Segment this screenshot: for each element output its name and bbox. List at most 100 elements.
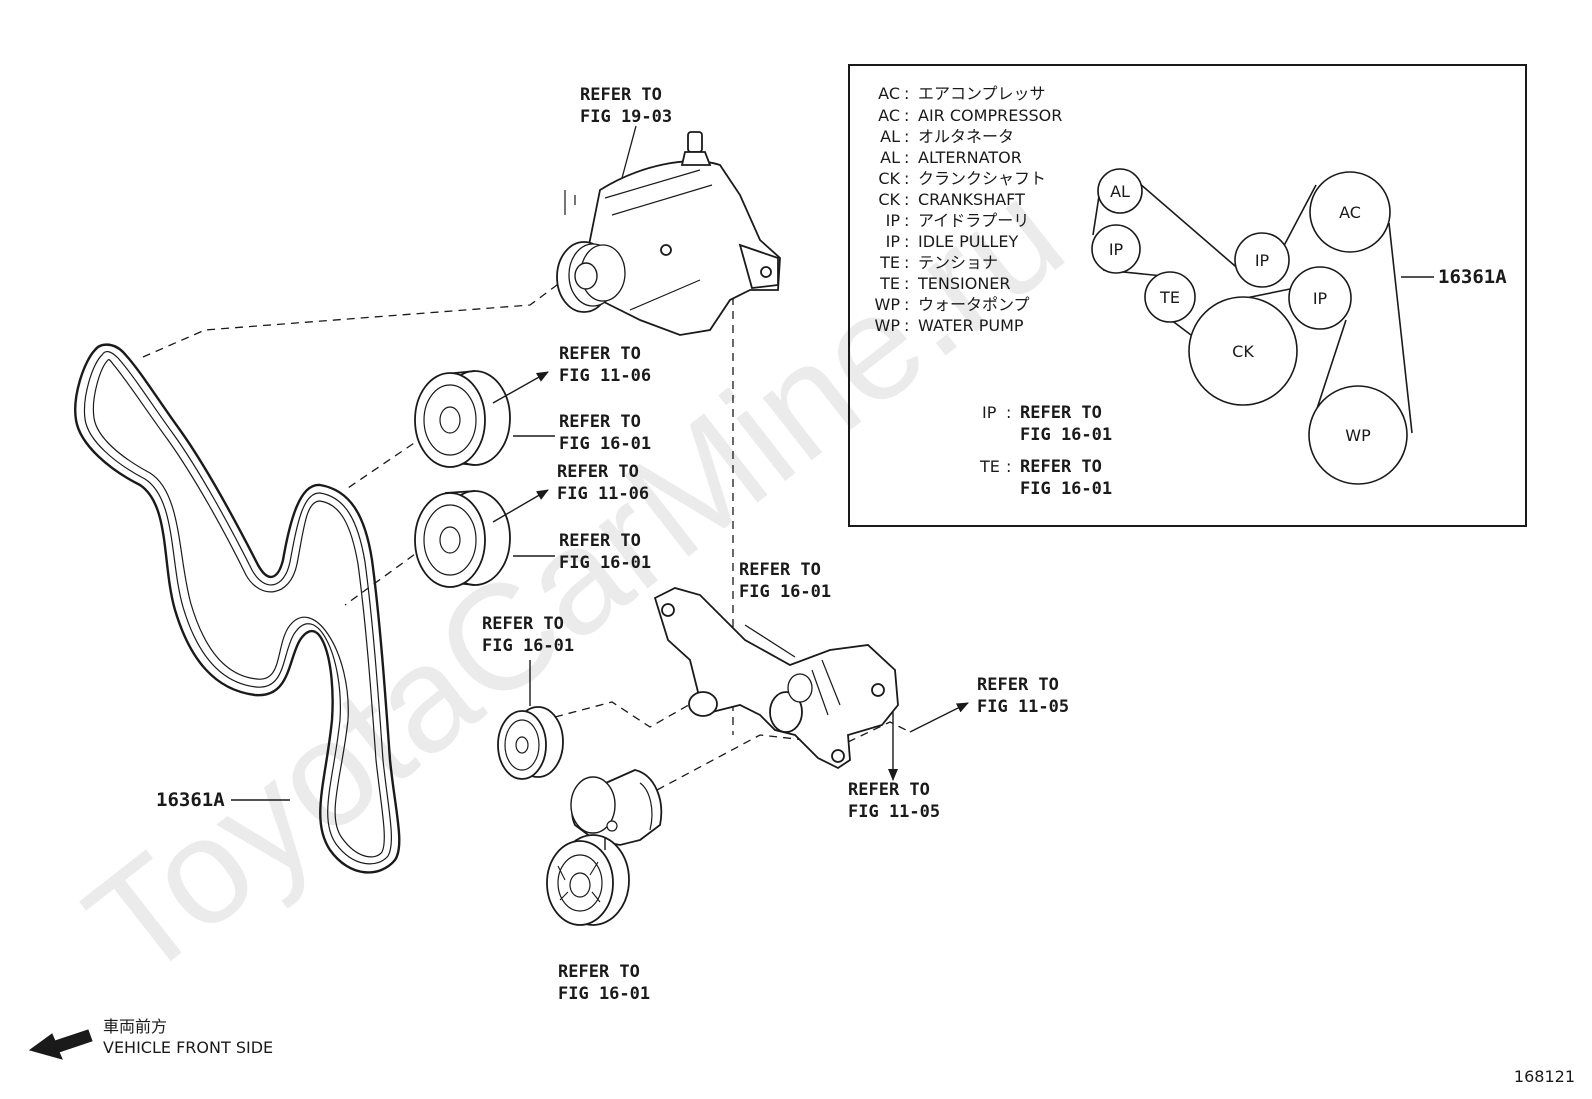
svg-text::: : <box>904 316 909 335</box>
svg-text:AL: AL <box>880 127 900 146</box>
alternator-leader <box>621 125 637 179</box>
bracket-leader <box>744 624 796 658</box>
svg-text::: : <box>904 295 909 314</box>
pulley-ac: AC <box>1309 171 1391 253</box>
svg-text:REFER TO: REFER TO <box>559 344 641 364</box>
svg-text:CK: CK <box>878 190 900 209</box>
svg-text:AC: AC <box>1339 203 1361 222</box>
svg-text:CK: CK <box>878 169 900 188</box>
idler-pulley-lower <box>414 490 511 588</box>
serpentine-belt <box>74 343 401 874</box>
svg-text:AC: AC <box>878 84 900 103</box>
svg-text:TE: TE <box>879 274 900 293</box>
ref-bolt-down: REFER TO FIG 11-05 <box>848 780 940 822</box>
vehicle-front-indicator: 車両前方 VEHICLE FRONT SIDE <box>28 1017 273 1060</box>
legend-row: IP: IDLE PULLEY <box>886 232 1019 251</box>
legend-row: WP: ウォータポンプ <box>875 295 1030 314</box>
legend-row: WP: WATER PUMP <box>875 316 1024 335</box>
ref-tensioner: REFER TO FIG 16-01 <box>558 962 650 1004</box>
pulley-wp: WP <box>1308 385 1408 485</box>
ref-bolt-right: REFER TO FIG 11-05 <box>977 675 1069 717</box>
svg-text:TENSIONER: TENSIONER <box>917 274 1011 293</box>
svg-text:ALTERNATOR: ALTERNATOR <box>918 148 1022 167</box>
ref-alternator: REFER TO FIG 19-03 <box>580 85 672 127</box>
inset-belt-label: 16361A <box>1438 266 1507 288</box>
svg-text:REFER TO: REFER TO <box>558 962 640 982</box>
svg-text:クランクシャフト: クランクシャフト <box>918 169 1046 188</box>
svg-text:オルタネータ: オルタネータ <box>918 127 1014 146</box>
front-arrow-icon <box>28 1029 93 1060</box>
alternator-drawing <box>556 131 781 336</box>
legend-row: TE: TENSIONER <box>879 274 1010 293</box>
svg-text:IP: IP <box>1313 289 1328 308</box>
svg-text:IP: IP <box>1255 251 1270 270</box>
svg-text:REFER TO: REFER TO <box>557 462 639 482</box>
svg-text::: : <box>904 232 909 251</box>
legend-row: AL: ALTERNATOR <box>880 148 1022 167</box>
ref-bracket: REFER TO FIG 16-01 <box>739 560 831 602</box>
pulley-ip-left: IP <box>1091 224 1141 274</box>
svg-text:FIG 11-06: FIG 11-06 <box>557 484 649 504</box>
pulley-ip-center: IP <box>1234 232 1290 288</box>
legend-row: AL: オルタネータ <box>880 127 1014 146</box>
inset-routing-box: AC: エアコンプレッサ AC: AIR COMPRESSOR AL: オルタネ… <box>848 64 1527 527</box>
svg-text:FIG 11-05: FIG 11-05 <box>848 802 940 822</box>
pulley-al: AL <box>1097 168 1143 214</box>
legend: AC: エアコンプレッサ AC: AIR COMPRESSOR AL: オルタネ… <box>875 84 1063 335</box>
svg-text::: : <box>1006 457 1011 476</box>
legend-row: AC: AIR COMPRESSOR <box>878 106 1062 125</box>
svg-text:AL: AL <box>880 148 900 167</box>
svg-text:WP: WP <box>875 316 901 335</box>
legend-row: TE: テンショナ <box>879 253 998 272</box>
svg-text:FIG 11-06: FIG 11-06 <box>559 366 651 386</box>
svg-text:エアコンプレッサ: エアコンプレッサ <box>918 84 1046 103</box>
ref-labels: REFER TO FIG 19-03 REFER TO FIG 11-06 RE… <box>482 85 1069 1004</box>
legend-row: CK: CRANKSHAFT <box>878 190 1025 209</box>
svg-text:REFER TO: REFER TO <box>977 675 1059 695</box>
idler-pulley-upper <box>414 370 511 468</box>
svg-text:TE: TE <box>879 253 900 272</box>
svg-text:WATER PUMP: WATER PUMP <box>918 316 1024 335</box>
svg-text::: : <box>904 211 909 230</box>
svg-text:CK: CK <box>1232 342 1254 361</box>
legend-row: CK: クランクシャフト <box>878 169 1046 188</box>
svg-text::: : <box>904 106 909 125</box>
svg-text:FIG 16-01: FIG 16-01 <box>1020 425 1112 445</box>
ref-idler-lower-b: REFER TO FIG 16-01 <box>559 531 651 573</box>
svg-text:REFER TO: REFER TO <box>739 560 821 580</box>
ref-small-pulley: REFER TO FIG 16-01 <box>482 614 574 656</box>
svg-text:IP: IP <box>886 211 901 230</box>
svg-text::: : <box>904 169 909 188</box>
inset-notes: IP : REFER TO FIG 16-01 TE : REFER TO FI… <box>979 403 1112 499</box>
pulley-ip-right: IP <box>1288 266 1352 330</box>
ref-idler-upper-b: REFER TO FIG 16-01 <box>559 412 651 454</box>
svg-text:REFER TO: REFER TO <box>848 780 930 800</box>
svg-text:FIG 11-05: FIG 11-05 <box>977 697 1069 717</box>
svg-text::: : <box>904 253 909 272</box>
legend-row: IP: アイドラプーリ <box>886 211 1030 230</box>
svg-text::: : <box>1006 403 1011 422</box>
front-label-jp: 車両前方 <box>103 1017 167 1036</box>
svg-text:FIG 16-01: FIG 16-01 <box>559 553 651 573</box>
legend-row: AC: エアコンプレッサ <box>878 84 1045 103</box>
svg-text:WP: WP <box>875 295 901 314</box>
svg-text:AIR COMPRESSOR: AIR COMPRESSOR <box>918 106 1062 125</box>
svg-text:アイドラプーリ: アイドラプーリ <box>918 211 1029 230</box>
svg-text:REFER TO: REFER TO <box>1020 403 1102 423</box>
svg-text:TE: TE <box>1159 288 1180 307</box>
svg-text:ウォータポンプ: ウォータポンプ <box>918 295 1030 314</box>
ref-idler-lower-a: REFER TO FIG 11-06 <box>557 462 649 504</box>
belt-part-label: 16361A <box>156 789 225 811</box>
front-label-en: VEHICLE FRONT SIDE <box>103 1038 273 1057</box>
svg-text::: : <box>904 190 909 209</box>
svg-text:IDLE PULLEY: IDLE PULLEY <box>918 232 1018 251</box>
svg-text:FIG 16-01: FIG 16-01 <box>558 984 650 1004</box>
svg-text:FIG 19-03: FIG 19-03 <box>580 107 672 127</box>
svg-text::: : <box>904 274 909 293</box>
diagram-number: 168121 <box>1514 1067 1575 1086</box>
small-idler-pulley <box>497 706 564 780</box>
tensioner-drawing <box>546 769 663 926</box>
svg-text::: : <box>904 127 909 146</box>
